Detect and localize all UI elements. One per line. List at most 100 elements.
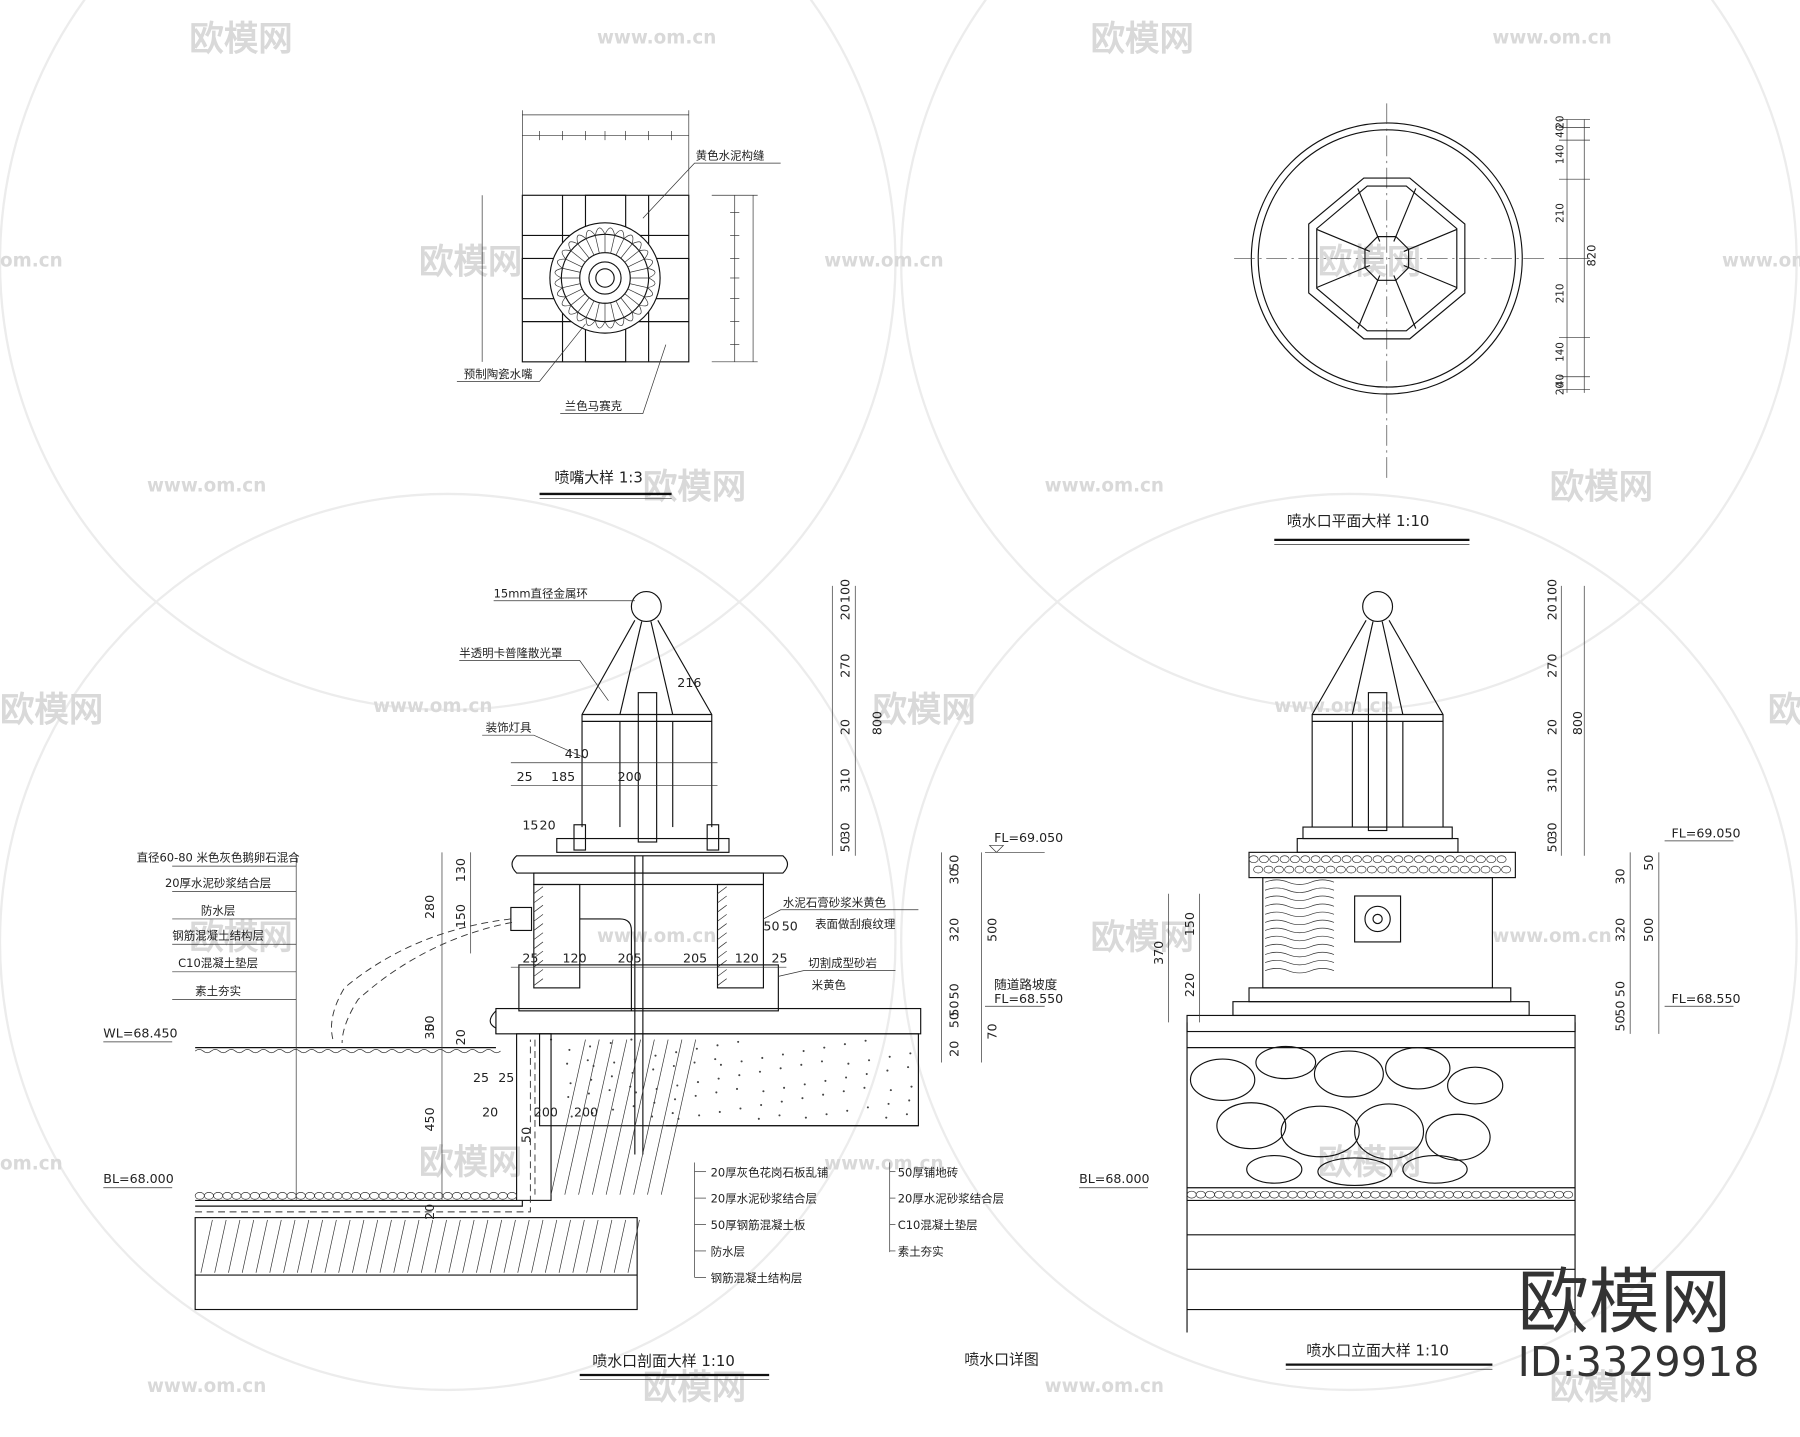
rubble-stone [1354,1103,1425,1160]
cap-pebble [1372,855,1383,864]
pebble [488,1192,499,1200]
bottom-layer-label: 20厚灰色花岗石板乱铺 [711,1165,829,1179]
stipple-dot [801,1097,804,1100]
pebble [406,1192,416,1200]
hub-octagon [1364,236,1410,281]
cap-pebble [1428,865,1439,874]
stone-texture-line [1264,927,1335,934]
pebble [323,1192,334,1200]
petal-edge [623,312,634,322]
hatch-line [241,1219,255,1273]
hatch-line [717,895,727,904]
watermark-site: www.om.cn [824,250,943,271]
section-dimension-text: 20 [838,604,853,620]
water-wave [323,1048,341,1054]
stipple-dot [842,1090,845,1093]
stipple-dot [610,1075,613,1078]
pebble [1333,1190,1344,1199]
pebble [295,1192,306,1200]
plan-dimension-total: 820 [1585,245,1599,267]
cap-pebble [1284,865,1295,874]
petal-edge [644,287,653,298]
cap-pebble [1310,855,1321,864]
pebble [350,1192,361,1200]
petal-line [594,302,600,321]
watermark-brand: 欧模网 [643,468,746,508]
petal-edge [614,230,625,239]
section-dimension-text: 410 [565,746,589,761]
stone-texture-line [1264,959,1335,966]
stone-texture-line [1264,968,1335,974]
petal-edge [568,305,578,315]
cap-pebble [1444,855,1455,864]
rubble-stone [1385,1047,1451,1090]
hatch-line [533,932,544,940]
petal-line [570,293,586,306]
watermark-brand: 欧模网 [189,918,292,958]
elevation-title: 喷水口立面大样 1:10 [1306,1341,1449,1359]
petal-edge [647,277,656,289]
watermark-brand: 欧模网 [1550,468,1653,508]
elevation-dimension-text: 50 [1612,1015,1627,1031]
cap-pebble [1496,855,1507,864]
elevation-dimension-text: 50 [1612,981,1627,997]
watermark-site: www.om.cn [147,476,266,497]
spoke-line [1393,188,1417,242]
section-dimension-text: 25 [522,951,538,966]
water-wave [484,1048,501,1054]
cap-pebble [1366,865,1377,874]
elevation-dimension-text: 310 [1545,768,1560,792]
pebble [1315,1190,1326,1199]
section-dimension-text: 50 [422,1015,437,1031]
petal-edge [568,241,578,251]
hatch-line [578,1039,614,1195]
label-paint-1: 水泥石膏砂浆米黄色 [783,895,887,909]
pebble [1214,1190,1225,1199]
pebble [1517,1190,1528,1199]
label-stone-1: 切割成型砂岩 [808,956,877,970]
petal-line [577,243,590,259]
cap-pebble [1300,855,1311,864]
stipple-dot [804,1116,807,1119]
hatch-line [633,1039,669,1195]
stipple-dot [820,1060,824,1063]
cap-pebble [1465,855,1476,864]
pebble [1471,1190,1482,1199]
cap-pebble [1413,855,1424,864]
section-dimension-text: 15 [522,817,538,832]
stipple-dot [868,1059,871,1062]
cap-pebble [1403,855,1414,864]
stone-texture-line [1264,919,1335,926]
pebble [1324,1190,1335,1199]
stipple-dot [889,1089,892,1092]
hatch-line [717,941,727,950]
pebble [378,1192,389,1200]
section-dimension-text: 50 [947,855,962,871]
watermark-brand: 欧模网 [189,20,292,60]
pebble [1342,1190,1353,1199]
hatch-line [533,978,544,986]
watermark-brand: 欧模网 [1550,1368,1653,1408]
hatch-line [550,1039,586,1195]
petal-line [627,258,645,268]
label-paint-2: 表面做刮痕纹理 [815,917,896,931]
stipple-dot [589,1045,592,1048]
elev-bl: BL=68.000 [103,1171,173,1186]
rubble-stone [1447,1066,1504,1105]
bottom-layer-label: 钢筋混凝土结构层 [711,1271,803,1285]
hatch-line [619,1039,655,1195]
stipple-dot [675,1051,678,1054]
watermark-site: www.om.cn [1045,476,1164,497]
hatch-line [448,1219,461,1273]
watermark-site: www.om.cn [824,1153,943,1174]
hatch-line [564,1039,600,1195]
petal-line [615,300,625,318]
petal-edge [585,230,596,239]
section-dimension-text: 270 [838,654,853,678]
cap-pebble [1331,855,1342,864]
stipple-dot [591,1112,594,1115]
label-mosaic: 兰色马赛克 [565,399,622,413]
pebble [1544,1190,1555,1199]
hatch-line [605,1039,641,1195]
section-dimension-text: 205 [618,951,642,966]
